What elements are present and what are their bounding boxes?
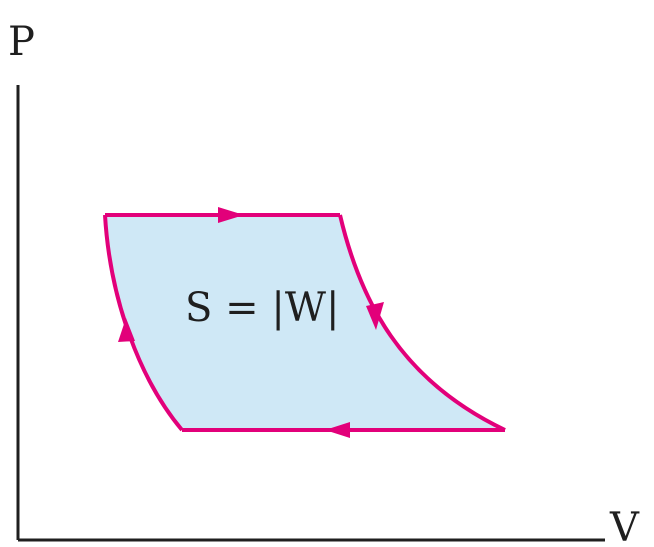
right-arrow	[366, 302, 384, 330]
cycle-area-label: S = |W|	[185, 285, 340, 331]
x-axis-label: V	[610, 505, 639, 547]
bottom-arrow	[325, 422, 350, 438]
y-axis-label: P	[8, 19, 35, 65]
right-curve	[338, 214, 506, 432]
top-arrow	[218, 207, 244, 223]
cycle-area	[105, 215, 505, 430]
left-arrow	[118, 318, 135, 342]
